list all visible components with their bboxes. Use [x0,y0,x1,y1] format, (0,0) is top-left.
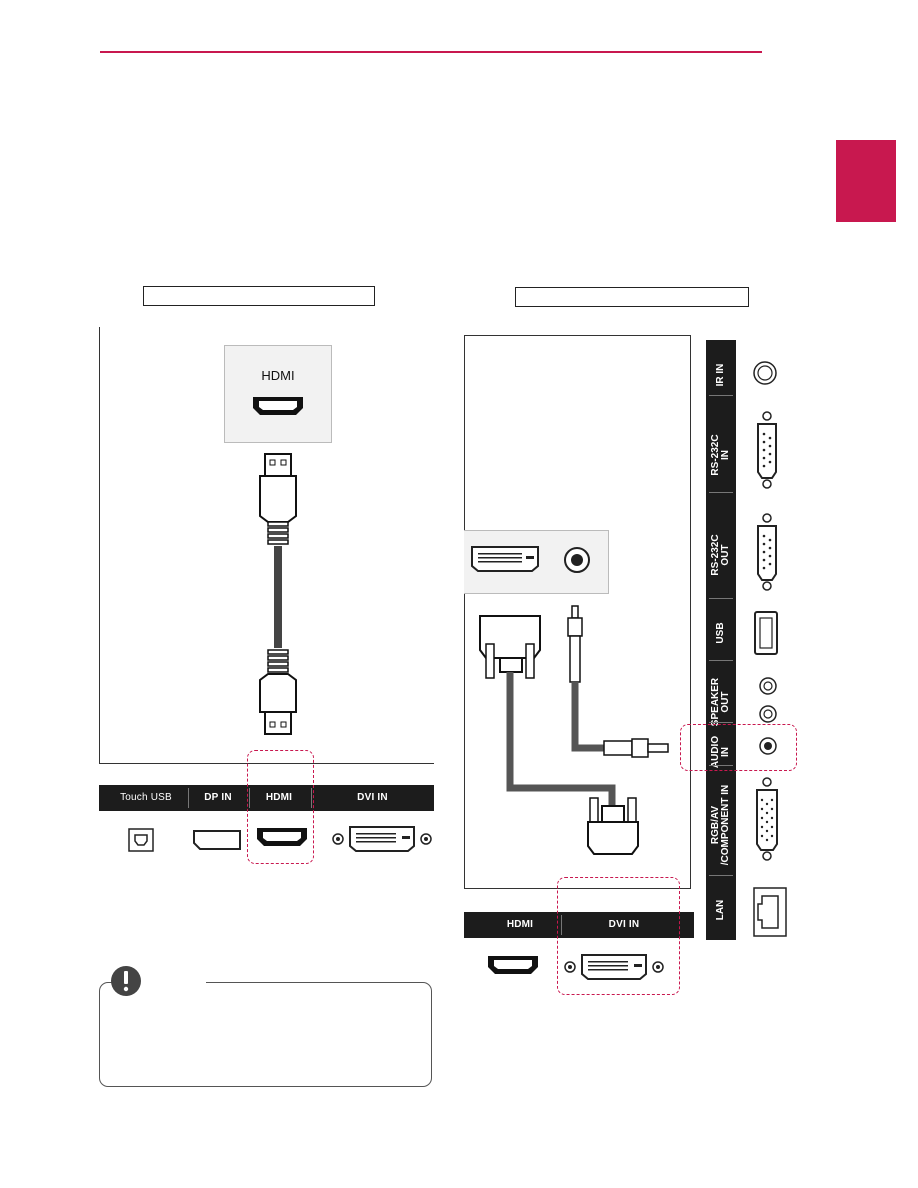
usb-port-icon [754,611,778,655]
dvi-highlight-outline [557,877,680,995]
side-label-lan: LAN [715,899,726,921]
speaker-out-port-icon-2 [759,705,777,723]
hdmi-cable-illustration [259,453,297,735]
right-port-label-dvi-in: DVI IN [608,919,640,930]
right-monitor-edge [690,335,691,888]
exclamation-icon [111,966,141,996]
left-monitor-edge [99,327,100,763]
touch-usb-port-icon [128,828,154,852]
side-port-bar [706,340,736,940]
hdmi-port-panel: HDMI [224,345,332,443]
side-label-ir-in: IR IN [715,363,726,387]
ir-in-port-icon [753,361,777,385]
left-caption-box [143,286,375,306]
port-label-dp-in: DP IN [204,792,232,803]
source-audio-port-icon [564,547,590,573]
audio-in-highlight-outline [680,724,797,771]
right-caption-box [515,287,749,307]
port-label-touch-usb: Touch USB [120,792,172,803]
right-monitor-left [464,335,465,888]
port-label-hdmi: HDMI [265,792,293,803]
right-monitor-top [464,335,690,336]
dp-port-icon [193,830,241,850]
rs232c-out-port-icon [757,513,777,591]
hdmi-port-icon [253,397,303,415]
right-hdmi-port-icon [488,956,538,974]
chapter-tab [836,140,896,222]
side-label-rs232c-out: RS-232C OUT [710,534,731,576]
port-label-dvi-in: DVI IN [357,792,388,803]
left-monitor-bottom [99,763,434,764]
dvi-audio-cable-illustration [479,605,669,855]
hdmi-port-icon-bar [257,828,307,846]
note-box [99,982,432,1087]
header-rule [100,51,762,53]
hdmi-port-label: HDMI [261,368,295,383]
source-dvi-port-icon [471,546,539,572]
rs232c-in-port-icon [757,411,777,489]
side-label-rs232c-in: RS-232C IN [710,434,731,476]
speaker-out-port-icon-1 [759,677,777,695]
dvi-port-icon [332,826,432,852]
rgb-component-port-icon [756,777,778,861]
right-port-bar: HDMI DVI IN [464,912,694,938]
hdmi-highlight-outline [247,750,314,864]
right-port-label-hdmi: HDMI [506,919,534,930]
lan-port-icon [753,887,787,937]
left-port-bar: Touch USB DP IN HDMI DVI IN [99,785,434,811]
right-monitor-bottom [464,888,691,889]
right-dvi-port-icon [564,954,664,980]
side-label-rgb-component-in: RGB/AV /COMPONENT IN [710,784,731,866]
audio-in-port-icon [759,737,777,755]
